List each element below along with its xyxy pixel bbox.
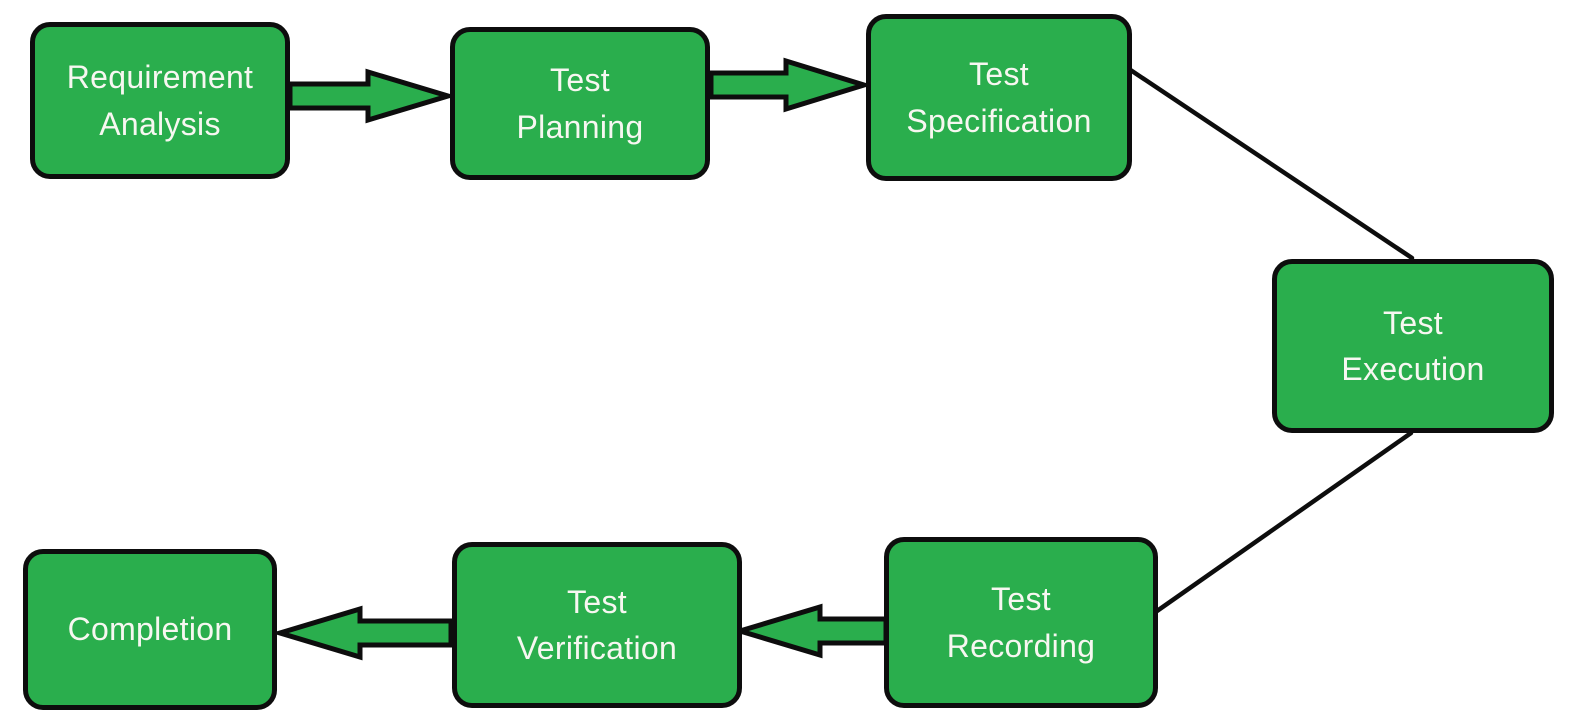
node-label-test-execution: Test Execution [1341,304,1485,387]
connector-test-execution-to-test-recording [1154,430,1414,614]
node-test-execution: Test Execution [1272,259,1554,433]
node-label-test-planning: Test Planning [516,62,644,145]
node-label-test-specification: Test Specification [906,56,1092,139]
connector-test-specification-to-test-execution [1123,64,1415,261]
arrow-test-verification-to-completion [271,605,454,661]
arrow-test-recording-to-test-verification [731,603,889,659]
node-label-test-verification: Test Verification [516,583,678,666]
arrow-test-planning-to-test-specification [708,57,873,113]
node-test-recording: Test Recording [884,537,1158,708]
node-test-planning: Test Planning [450,27,710,180]
arrow-requirement-analysis-to-test-planning [287,68,457,124]
node-requirement-analysis: Requirement Analysis [30,22,290,179]
node-test-verification: Test Verification [452,542,742,708]
node-completion: Completion [23,549,277,710]
node-label-test-recording: Test Recording [946,581,1096,664]
node-label-requirement-analysis: Requirement Analysis [66,59,254,142]
node-label-completion: Completion [67,611,233,648]
node-test-specification: Test Specification [866,14,1132,181]
